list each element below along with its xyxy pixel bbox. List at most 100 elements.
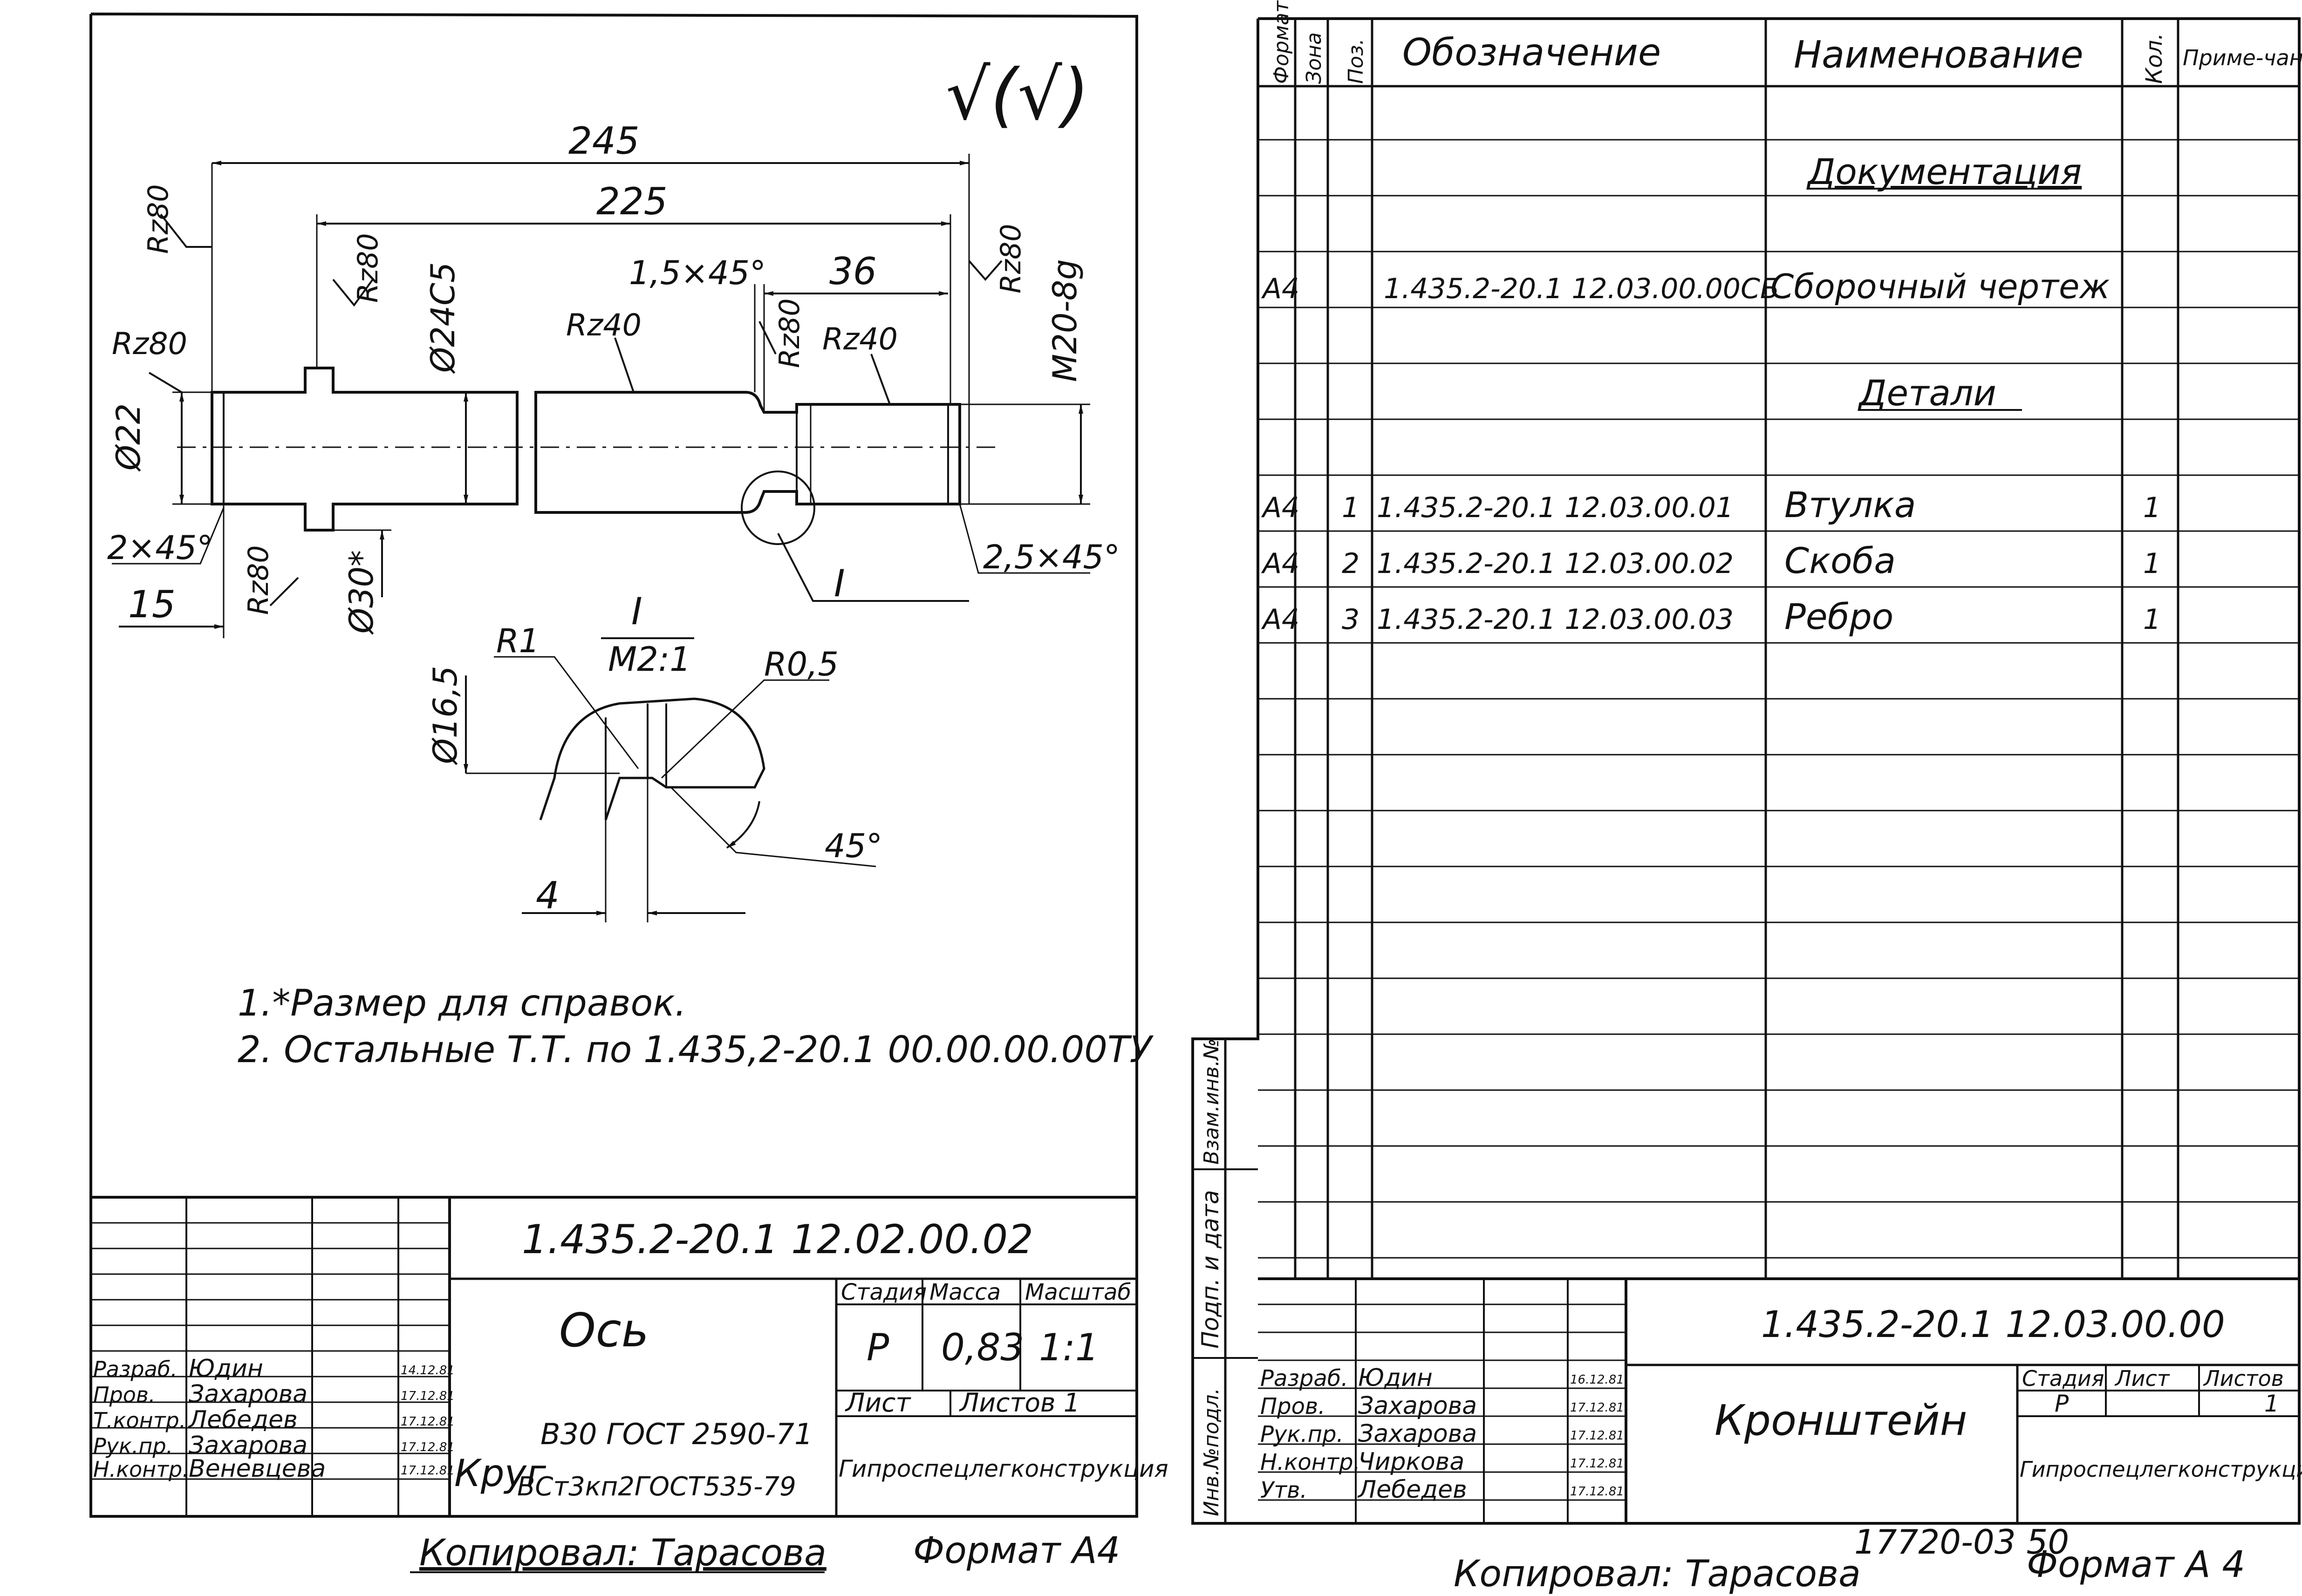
left-role-2: Пров. — [93, 1382, 156, 1407]
right-assembly-name: Кронштейн — [1715, 1396, 1967, 1445]
right-date-3: 17.12.81 — [1570, 1429, 1624, 1443]
roughness-marks — [148, 213, 1003, 607]
side-label-inv-podl: Инв.№подл. — [1200, 1388, 1223, 1516]
dim-chamfer-2-5x45: 2,5×45° — [983, 538, 1120, 576]
shaft-outline — [177, 367, 1002, 602]
dim-15: 15 — [128, 583, 176, 626]
dim-angle-45: 45° — [825, 827, 882, 865]
row-2-qty: 1 — [2143, 547, 2161, 580]
right-name-4: Чиркова — [1358, 1448, 1464, 1476]
left-mass: 0,83 — [941, 1326, 1024, 1369]
side-label-vzam: Взам.инв.№ — [1200, 1038, 1223, 1165]
dim-dia-22: Ø22 — [109, 403, 148, 472]
table-row: А4 1 1.435.2-20.1 12.03.00.01 Втулка 1 — [1261, 484, 2161, 525]
section-documentation: Документация — [1806, 151, 2082, 192]
rz40-label-1: Rz40 — [566, 308, 642, 343]
row-2-designation: 1.435.2-20.1 12.03.00.02 — [1377, 547, 1734, 580]
table-row: А4 3 1.435.2-20.1 12.03.00.03 Ребро 1 — [1261, 596, 2161, 637]
row-1-pos: 1 — [1342, 491, 1359, 524]
left-material-prefix: Круг — [454, 1452, 546, 1495]
rz80-label-5: Rz80 — [995, 224, 1027, 293]
dim-36: 36 — [829, 250, 877, 293]
left-copied-by: Копировал: Тарасова — [419, 1532, 827, 1574]
row-3-qty: 1 — [2143, 603, 2161, 636]
row-2-format: А4 — [1261, 547, 1299, 580]
dim-chamfer-1-5x45: 1,5×45° — [629, 254, 766, 292]
header-designation: Обозначение — [1402, 31, 1661, 74]
left-scale-label: Масштаб — [1025, 1279, 1131, 1305]
roughness-general-symbol: √(√) — [946, 55, 1089, 136]
left-part-name: Ось — [559, 1303, 649, 1357]
right-name-5: Лебедев — [1357, 1476, 1467, 1504]
left-sheet-label: Лист — [845, 1388, 911, 1418]
row-1-name: Втулка — [1784, 484, 1916, 525]
dimension-lines — [112, 154, 1090, 638]
right-role-1: Разраб. — [1260, 1365, 1348, 1391]
right-stage: Р — [2055, 1390, 2069, 1417]
right-name-2: Захарова — [1358, 1392, 1477, 1420]
left-name-1: Юдин — [189, 1355, 263, 1383]
header-name: Наименование — [1794, 33, 2083, 76]
right-role-4: Н.контр. — [1260, 1449, 1360, 1475]
row-1-designation: 1.435.2-20.1 12.03.00.01 — [1377, 491, 1734, 524]
detail-marker: I — [834, 562, 845, 605]
left-name-2: Захарова — [189, 1380, 307, 1408]
spec-table-grid — [1258, 19, 2299, 1279]
right-date-1: 16.12.81 — [1570, 1373, 1624, 1387]
side-strip: Инв.№подл. Подп. и дата Взам.инв.№ — [1193, 1038, 1258, 1523]
right-role-5: Утв. — [1260, 1477, 1307, 1503]
left-role-3: Т.контр. — [93, 1408, 186, 1433]
note-2: 2. Остальные Т.Т. по 1.435,2-20.1 00.00.… — [238, 1029, 1154, 1071]
right-name-3: Захарова — [1358, 1420, 1477, 1448]
left-organization: Гипроспецлегконструкция — [839, 1455, 1168, 1482]
dim-225: 225 — [596, 180, 668, 223]
left-name-3: Лебедев — [188, 1406, 298, 1434]
right-name-1: Юдин — [1358, 1364, 1433, 1392]
left-stage: Р — [867, 1326, 889, 1369]
note-1: 1.*Размер для справок. — [238, 982, 686, 1024]
rz40-label-2: Rz40 — [822, 322, 898, 357]
detail-view-i: I M2:1 Ø16,5 R1 R0,5 45° 4 — [426, 590, 882, 922]
right-sheets: 1 — [2264, 1390, 2279, 1417]
row-1-qty: 1 — [2143, 491, 2161, 524]
row-2-pos: 2 — [1342, 547, 1359, 580]
left-sheets-label: Листов 1 — [959, 1388, 1080, 1418]
right-role-3: Рук.пр. — [1260, 1421, 1344, 1447]
dim-r0-5: R0,5 — [764, 645, 839, 683]
dim-dia-16-5: Ø16,5 — [426, 666, 464, 765]
rz80-label-4: Rz80 — [773, 298, 806, 368]
left-name-5: Веневцева — [189, 1455, 326, 1483]
left-sheet: √(√) — [89, 13, 1168, 1574]
left-date-3: 17.12.81 — [401, 1415, 455, 1429]
right-copied-by: Копировал: Тарасова — [1454, 1553, 1861, 1595]
left-role-1: Разраб. — [93, 1357, 178, 1382]
right-date-2: 17.12.81 — [1570, 1401, 1624, 1415]
left-stage-label: Стадия — [841, 1279, 927, 1305]
left-designation: 1.435.2-20.1 12.02.00.02 — [522, 1216, 1033, 1263]
right-format: Формат А 4 — [2027, 1544, 2245, 1586]
row-3-name: Ребро — [1784, 596, 1893, 637]
rz80-label-2: Rz80 — [112, 327, 187, 361]
left-role-5: Н.контр. — [93, 1457, 189, 1482]
header-format: Формат — [1270, 0, 1293, 84]
header-pos: Поз. — [1344, 39, 1368, 84]
dim-dia-24: Ø24С5 — [424, 262, 462, 374]
left-scale: 1:1 — [1039, 1326, 1099, 1369]
dim-thread-m20: M20-8g — [1046, 259, 1084, 382]
rz80-label-6: Rz80 — [242, 545, 275, 615]
rz80-label-1: Rz80 — [142, 184, 175, 254]
row-2-name: Скоба — [1784, 540, 1896, 581]
detail-view-label: I — [631, 590, 642, 633]
left-sheet-frame — [89, 13, 1138, 1518]
right-date-5: 17.12.81 — [1570, 1485, 1624, 1499]
header-note: Приме-чание — [2183, 45, 2302, 70]
left-role-4: Рук.пр. — [93, 1433, 173, 1459]
detail-view-scale: M2:1 — [608, 640, 691, 679]
right-sheet: Формат Зона Поз. Обозначение Наименовани… — [1191, 0, 2302, 1595]
right-stage-label: Стадия — [2022, 1366, 2104, 1391]
row-1-format: А4 — [1261, 491, 1299, 524]
right-designation: 1.435.2-20.1 12.03.00.00 — [1761, 1304, 2225, 1346]
header-zone: Зона — [1302, 32, 1326, 84]
header-qty: Кол. — [2141, 33, 2167, 84]
album-number: 17720-03 50 — [1854, 1522, 2069, 1562]
